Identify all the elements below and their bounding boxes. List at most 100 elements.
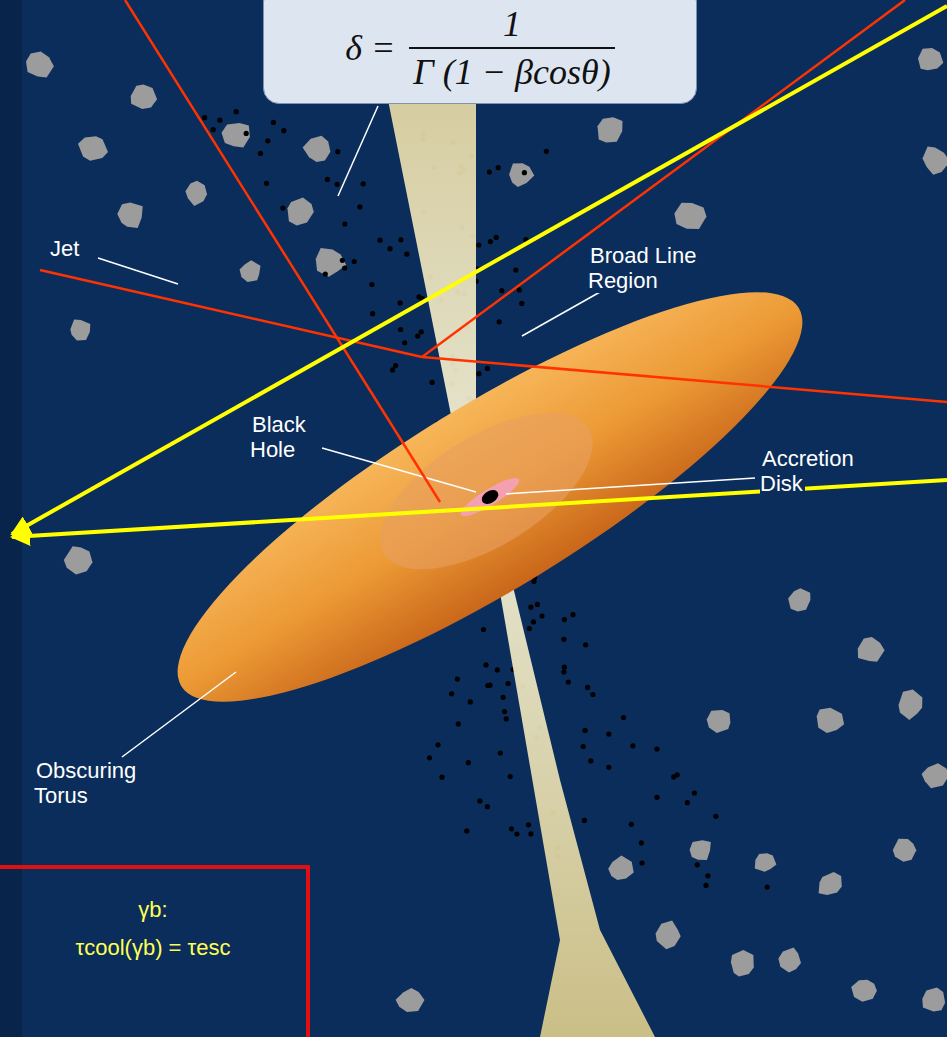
dot — [606, 732, 611, 737]
dot — [561, 637, 566, 642]
dot — [544, 149, 549, 154]
dot — [419, 329, 424, 334]
dot — [496, 165, 501, 170]
dot — [466, 760, 471, 765]
dot — [476, 242, 481, 247]
dot — [464, 828, 469, 833]
dot — [217, 118, 222, 123]
dot — [487, 169, 492, 174]
dot — [581, 744, 586, 749]
cloud-blob — [674, 203, 706, 229]
cloud-blob — [707, 710, 731, 733]
dot — [325, 177, 330, 182]
dot — [519, 301, 524, 306]
dot — [439, 775, 444, 780]
dot — [539, 613, 544, 618]
dot — [528, 605, 533, 610]
cloud-blob — [918, 48, 943, 70]
condition-text: τcool(γb) = τesc — [76, 929, 231, 967]
condition-box: γb:τcool(γb) = τesc — [0, 865, 310, 1037]
part-label-text: Black Hole — [250, 412, 306, 462]
dot — [370, 311, 375, 316]
dot — [335, 182, 340, 187]
dot — [390, 367, 395, 372]
part-label: Broad Line Region — [588, 243, 723, 293]
dot — [271, 120, 276, 125]
dot — [639, 840, 644, 845]
red-sightlines — [40, 0, 947, 502]
fraction-denominator: Γ (1 − βcosθ) — [409, 47, 614, 93]
dot — [630, 743, 635, 748]
dot — [588, 758, 593, 763]
cloud-blob — [131, 84, 157, 109]
fraction: 1Γ (1 − βcosθ) — [409, 3, 614, 93]
cloud-blob — [222, 123, 250, 147]
dot — [265, 138, 270, 143]
cloud-blob — [893, 839, 917, 862]
fraction-numerator: 1 — [499, 3, 525, 47]
cloud-blob — [316, 248, 347, 277]
dot — [435, 742, 440, 747]
cloud-blob — [899, 690, 923, 721]
dot — [483, 662, 488, 667]
dot — [340, 258, 345, 263]
dot — [323, 272, 328, 277]
dot — [280, 206, 285, 211]
part-label: Obscuring Torus — [34, 758, 149, 808]
dot — [583, 642, 588, 647]
cloud-blob — [78, 136, 108, 161]
dot — [502, 709, 507, 714]
dot — [506, 681, 511, 686]
dot — [402, 340, 407, 345]
yellow-sightlines — [12, 6, 947, 537]
dot — [629, 822, 634, 827]
dot — [528, 831, 533, 836]
dot — [477, 798, 482, 803]
cloud-blob — [731, 950, 754, 977]
dot — [393, 363, 398, 368]
dot — [352, 259, 357, 264]
dot — [713, 814, 718, 819]
dot — [522, 170, 527, 175]
dot — [258, 151, 263, 156]
dot — [692, 790, 697, 795]
dot — [398, 237, 403, 242]
cloud-blob — [817, 708, 844, 733]
dot — [456, 721, 461, 726]
cloud-blob — [70, 320, 90, 341]
dot — [765, 885, 770, 890]
dot — [562, 617, 567, 622]
part-label: Accretion Disk — [760, 446, 875, 496]
dot — [455, 677, 460, 682]
dot — [705, 873, 710, 878]
dot — [504, 716, 509, 721]
dot — [582, 818, 587, 823]
cloud-blob — [26, 51, 54, 77]
dot — [404, 252, 409, 257]
dot — [495, 667, 500, 672]
dot — [485, 683, 490, 688]
dot — [508, 774, 513, 779]
dot — [561, 669, 566, 674]
dot — [342, 221, 347, 226]
dot — [675, 772, 680, 777]
part-label-text: Obscuring Torus — [34, 758, 136, 808]
cloud-blob — [656, 921, 681, 950]
dot — [387, 246, 392, 251]
dot — [654, 795, 659, 800]
dot — [514, 831, 519, 836]
dot — [430, 380, 435, 385]
dot — [527, 626, 532, 631]
torus-group — [133, 229, 846, 764]
condition-text: γb: — [138, 891, 167, 929]
dot — [361, 181, 366, 186]
dot — [494, 235, 499, 240]
dot — [211, 127, 216, 132]
torus — [133, 229, 846, 764]
cloud-blob — [303, 136, 331, 162]
dot — [342, 265, 347, 270]
cloud-blob — [819, 872, 842, 895]
left-strip — [0, 0, 22, 1037]
